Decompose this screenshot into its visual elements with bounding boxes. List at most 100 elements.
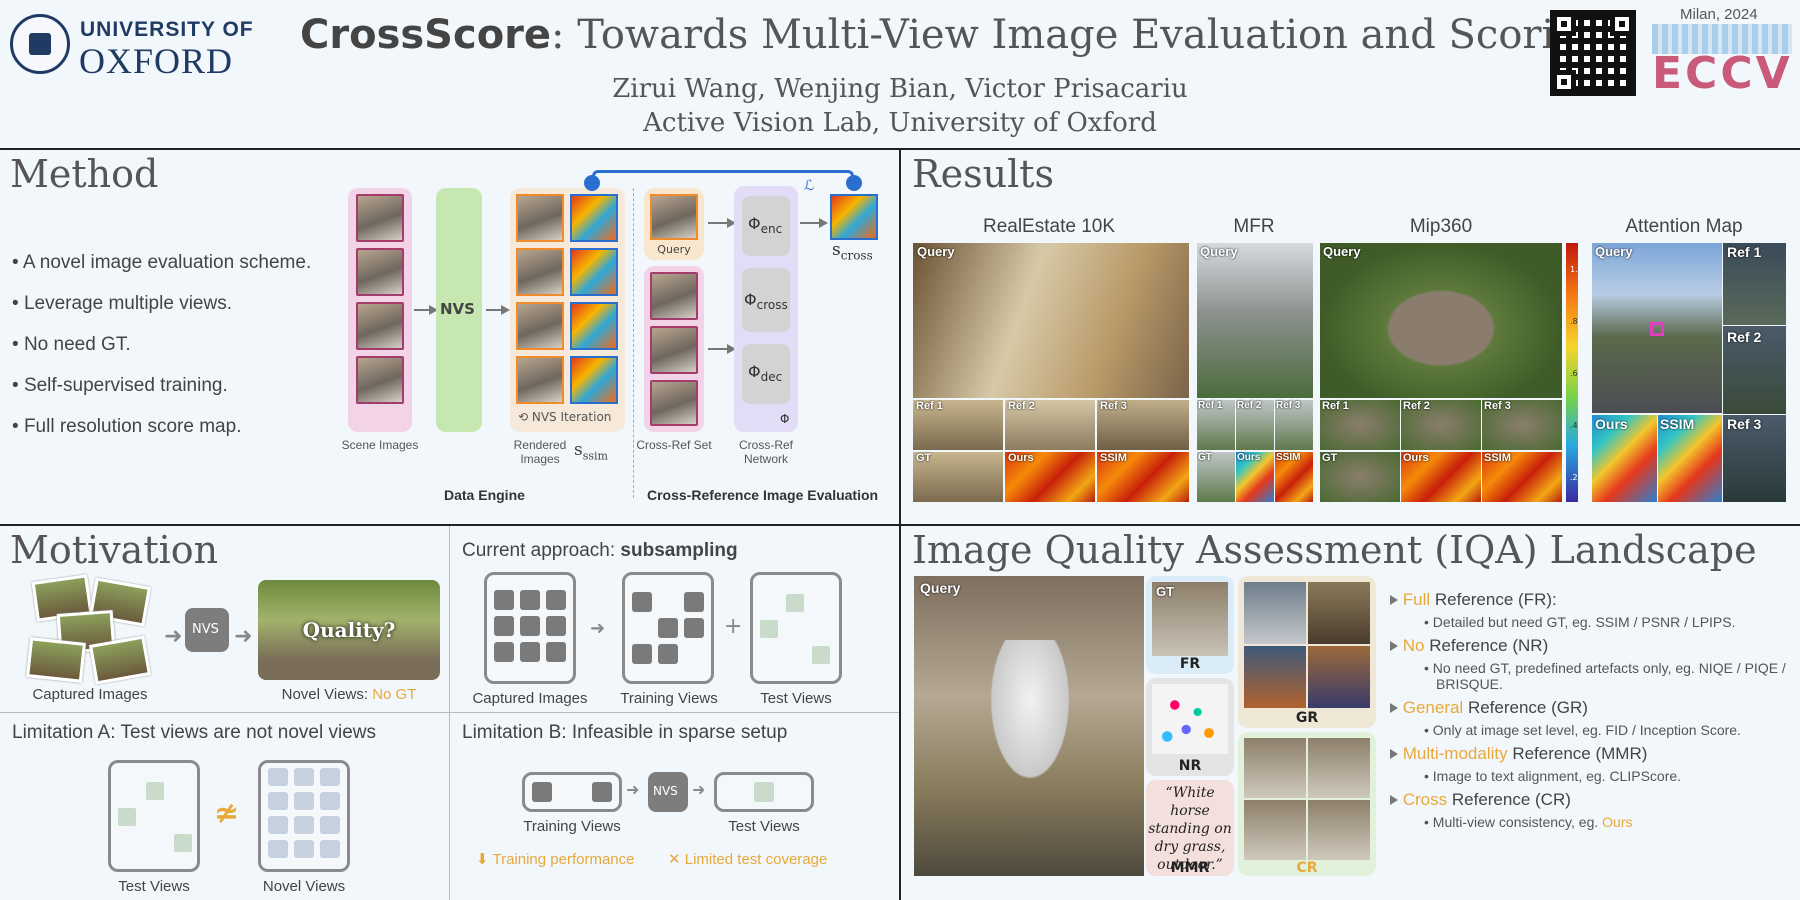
ref3-tag: Ref 3: [1276, 400, 1301, 411]
grid-cell: [546, 616, 566, 636]
attention-query-image: [1592, 243, 1722, 413]
gt-tag: GT: [1156, 584, 1175, 599]
ref2-tag: Ref 2: [1008, 400, 1035, 412]
cross-ref-network-label: Cross-Ref Network: [738, 438, 793, 466]
novel-view-image: [258, 580, 440, 680]
grid-cell: [786, 594, 804, 612]
ref1-tag: Ref 1: [1727, 244, 1762, 260]
arrow-right-icon: [708, 218, 736, 228]
cross-ref-set-label: Cross-Ref Set: [636, 438, 712, 452]
triangle-bullet-icon: [1390, 703, 1398, 713]
ref-thumb: [913, 400, 1003, 450]
quality-question: Quality?: [302, 618, 396, 642]
ref2-tag: Ref 2: [1403, 400, 1430, 412]
phi-enc-block: [742, 196, 790, 256]
gt-thumb: [1197, 452, 1235, 502]
training-performance-note: ⬇ Training performance: [476, 851, 635, 868]
grid-cell: [684, 618, 704, 638]
query-label: Query: [657, 243, 691, 256]
iqa-item-head: No Reference (NR): [1390, 636, 1790, 656]
arrow-right-icon: ➜: [164, 624, 183, 649]
ref-thumb: [1097, 400, 1189, 450]
arrow-right-icon: ➜: [234, 624, 253, 649]
ref3-tag: Ref 3: [1100, 400, 1127, 412]
grid-cell: [632, 592, 652, 612]
s-ssim-label: sssim: [574, 440, 608, 463]
rendered-image: [516, 302, 564, 350]
iqa-item-head: General Reference (GR): [1390, 698, 1790, 718]
grid-cell: [146, 782, 164, 800]
col-title-attention: Attention Map: [1625, 216, 1743, 237]
iqa-item-head: Cross Reference (CR): [1390, 790, 1790, 810]
rendered-images-label: Rendered Images: [513, 438, 567, 466]
loss-node-icon: [584, 175, 600, 191]
colorbar-tick: 1.: [1570, 265, 1578, 274]
arrow-right-icon: ➜: [692, 780, 706, 799]
triangle-bullet-icon: [1390, 641, 1398, 651]
method-bullet: • Self-supervised training.: [12, 375, 228, 396]
query-tag: Query: [1595, 244, 1633, 259]
query-tag: Query: [920, 580, 961, 596]
ref3-tag: Ref 3: [1727, 416, 1762, 432]
milan-skyline-icon: [1652, 24, 1792, 54]
ref2-tag: Ref 2: [1727, 329, 1762, 345]
scene-image: [356, 302, 404, 350]
grid-cell: [294, 840, 314, 858]
query-tag: Query: [1200, 244, 1238, 259]
ref-thumb: [1320, 400, 1400, 450]
title-crossscore: CrossScore: [300, 12, 552, 58]
grid-cell: [760, 620, 778, 638]
training-views-label-b: Training Views: [523, 818, 621, 835]
phi-dec-block: [742, 344, 790, 404]
university-label: UNIVERSITY OF: [80, 18, 254, 41]
test-views-label-a: Test Views: [118, 878, 190, 895]
iqa-heading: Image Quality Assessment (IQA) Landscape: [912, 528, 1757, 572]
limited-coverage-note: ✕ Limited test coverage: [668, 851, 828, 868]
title-subtitle: : Towards Multi-View Image Evaluation an…: [551, 12, 1606, 58]
grid-cell: [268, 792, 288, 810]
oxford-logo-text: OXFORD: [79, 41, 234, 81]
method-bullet: • No need GT.: [12, 334, 131, 355]
iqa-item-sub: • Detailed but need GT, eg. SSIM / PSNR …: [1424, 614, 1736, 630]
horizontal-divider: [0, 524, 1800, 526]
scene-image: [356, 248, 404, 296]
grid-cell: [294, 768, 314, 786]
nvs-label: NVS: [440, 300, 475, 318]
cr-label: CR: [1296, 860, 1318, 876]
ssim-tag: SSIM: [1276, 452, 1301, 463]
captured-images-label: Captured Images: [32, 686, 148, 703]
phi-dec-label: Φdec: [748, 362, 783, 385]
grid-cell: [658, 618, 678, 638]
gr-image: [1244, 582, 1306, 644]
cr-image: [1308, 800, 1370, 860]
poster-header: [0, 0, 1800, 150]
grid-cell: [174, 834, 192, 852]
eccv-logo: ECCV: [1652, 48, 1793, 99]
phi-cross-block: [742, 268, 790, 332]
ours-map: [1236, 452, 1274, 502]
gr-label: GR: [1295, 710, 1319, 726]
qr-code-icon[interactable]: [1550, 10, 1636, 96]
novel-views-label: Novel Views: No GT: [281, 686, 417, 703]
phi-label: Φ: [780, 412, 790, 426]
method-bullet: • Full resolution score map.: [12, 416, 242, 437]
grid-cell: [320, 792, 340, 810]
method-bullet: • A novel image evaluation scheme.: [12, 252, 312, 273]
gt-image: [1152, 582, 1228, 656]
grid-cell: [294, 816, 314, 834]
iqa-item: Cross Reference (CR) • Multi-view consis…: [1390, 790, 1790, 830]
iqa-item-sub: • Image to text alignment, eg. CLIPScore…: [1424, 768, 1682, 784]
ours-map: [1005, 452, 1095, 502]
col-title-mfr: MFR: [1233, 216, 1275, 237]
colorbar-tick: .8: [1570, 317, 1578, 326]
training-views-label: Training Views: [620, 690, 718, 707]
loss-node-icon: [846, 175, 862, 191]
ours-map: [1401, 452, 1481, 502]
arrow-right-icon: [414, 305, 438, 315]
iqa-item-sub: • Only at image set level, eg. FID / Inc…: [1424, 722, 1741, 738]
colorbar: [1566, 243, 1578, 502]
gt-tag: GT: [916, 452, 932, 464]
ours-tag: Ours: [1403, 452, 1429, 464]
iqa-item: Multi-modality Reference (MMR) • Image t…: [1390, 744, 1790, 784]
mip360-query-image: [1320, 243, 1562, 398]
